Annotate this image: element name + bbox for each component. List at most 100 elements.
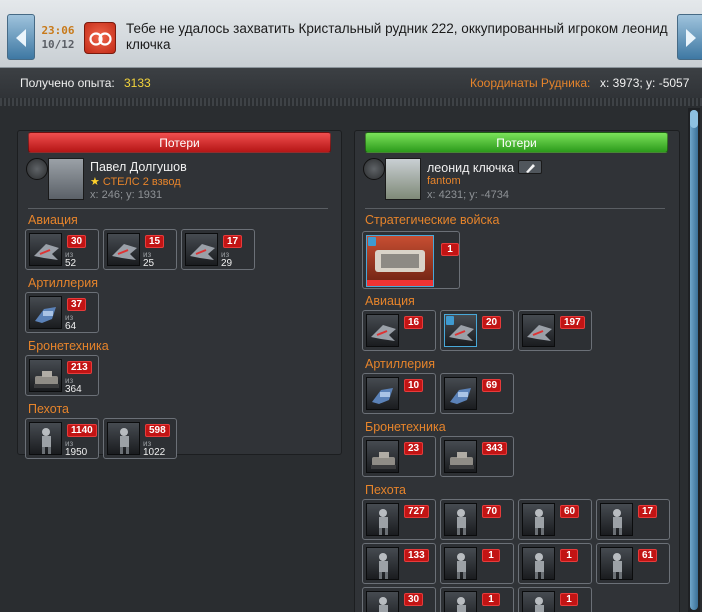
star-icon: ★ — [90, 176, 100, 188]
unit-card[interactable]: 1 — [440, 587, 514, 612]
next-button[interactable] — [677, 14, 702, 60]
mine-coords-value: x: 3973; y: -5057 — [600, 76, 690, 90]
unit-card[interactable]: 1 — [362, 231, 460, 289]
loss-badge: 1 — [482, 593, 500, 606]
loss-badge: 213 — [67, 361, 92, 374]
of-label: из — [143, 250, 152, 259]
loss-badge: 30 — [404, 593, 424, 606]
of-label: из — [221, 250, 230, 259]
of-label: из — [65, 439, 74, 448]
unit-card[interactable]: 343 — [440, 436, 514, 477]
loss-badge: 133 — [404, 549, 429, 562]
category-title: Бронетехника — [365, 420, 446, 434]
total-count: 64 — [65, 321, 77, 332]
unit-card[interactable]: 17 — [596, 499, 670, 540]
unit-card[interactable]: 133 — [362, 543, 436, 584]
pencil-icon[interactable] — [518, 160, 543, 174]
total-count: 29 — [221, 258, 233, 269]
loss-badge: 69 — [482, 379, 502, 392]
unit-image — [600, 547, 633, 580]
loss-badge: 1 — [560, 549, 578, 562]
date: 10/12 — [41, 38, 75, 51]
attacker-panel: Потери Павел Долгушов ★СТЕЛС 2 взвод x: … — [17, 130, 342, 459]
unit-image — [185, 233, 218, 266]
scroll-thumb[interactable] — [690, 110, 698, 610]
unit-card[interactable]: 1 — [440, 543, 514, 584]
loss-badge: 343 — [482, 442, 507, 455]
scroll-up-handle[interactable] — [690, 110, 698, 128]
unit-card[interactable]: 1 — [518, 543, 592, 584]
arrow-left-icon — [16, 29, 26, 47]
timestamp: 23:06 10/12 — [40, 24, 76, 52]
loss-badge: 70 — [482, 505, 502, 518]
loss-badge: 23 — [404, 442, 424, 455]
loss-badge: 15 — [145, 235, 165, 248]
loss-badge: 1 — [441, 243, 459, 256]
losses-header: Потери — [365, 132, 668, 153]
of-label: из — [143, 439, 152, 448]
time: 23:06 — [41, 24, 75, 37]
unit-image — [522, 591, 555, 612]
scrollbar[interactable] — [688, 108, 700, 612]
message-text: Тебе не удалось захватить Кристальный ру… — [126, 21, 668, 52]
of-label: из — [65, 376, 74, 385]
category-title: Пехота — [28, 402, 69, 416]
loss-badge: 1 — [560, 593, 578, 606]
info-bar: Получено опыта: 3133 Координаты Рудника:… — [0, 68, 702, 98]
unit-card[interactable]: 61 — [596, 543, 670, 584]
loss-badge: 17 — [638, 505, 658, 518]
unit-image — [444, 377, 477, 410]
unit-card[interactable]: 20 — [440, 310, 514, 351]
divider — [0, 98, 702, 106]
player-name[interactable]: Павел Долгушов — [90, 160, 187, 174]
unit-card[interactable]: 30 — [362, 587, 436, 612]
unit-card[interactable]: 23 — [362, 436, 436, 477]
shield-icon — [446, 316, 454, 325]
loss-badge: 60 — [560, 505, 580, 518]
total-count: 25 — [143, 258, 155, 269]
category-title: Артиллерия — [28, 276, 98, 290]
loss-badge: 1 — [482, 549, 500, 562]
handcuffs-icon — [84, 22, 116, 54]
unit-card[interactable]: 70 — [440, 499, 514, 540]
unit-image — [600, 503, 633, 536]
loss-badge: 1140 — [67, 424, 97, 437]
unit-image — [366, 235, 434, 287]
player-guild[interactable]: fantom — [427, 175, 461, 187]
unit-card[interactable]: 197 — [518, 310, 592, 351]
loss-badge: 197 — [560, 316, 585, 329]
player-coords: x: 246; y: 1931 — [90, 189, 163, 201]
unit-card[interactable]: 69 — [440, 373, 514, 414]
unit-image — [366, 377, 399, 410]
unit-image — [366, 440, 399, 473]
category-title: Пехота — [365, 483, 406, 497]
unit-card[interactable]: 1 — [518, 587, 592, 612]
unit-image — [366, 547, 399, 580]
unit-image — [366, 591, 399, 612]
unit-image — [29, 359, 62, 392]
unit-card[interactable]: 10 — [362, 373, 436, 414]
unit-image — [29, 422, 62, 455]
avatar[interactable] — [48, 158, 84, 200]
loss-badge: 17 — [223, 235, 243, 248]
player-guild[interactable]: ★СТЕЛС 2 взвод — [90, 175, 181, 188]
prev-button[interactable] — [7, 14, 35, 60]
guild-name: СТЕЛС 2 взвод — [102, 176, 181, 188]
notification-header: 23:06 10/12 Тебе не удалось захватить Кр… — [0, 0, 702, 68]
unit-card[interactable]: 16 — [362, 310, 436, 351]
loss-badge: 30 — [67, 235, 87, 248]
avatar[interactable] — [385, 158, 421, 200]
player-coords: x: 4231; y: -4734 — [427, 189, 509, 201]
player-name[interactable]: леонид ключка — [427, 160, 543, 175]
of-label: из — [65, 313, 74, 322]
unit-card[interactable]: 60 — [518, 499, 592, 540]
losses-header: Потери — [28, 132, 331, 153]
unit-card[interactable]: 727 — [362, 499, 436, 540]
